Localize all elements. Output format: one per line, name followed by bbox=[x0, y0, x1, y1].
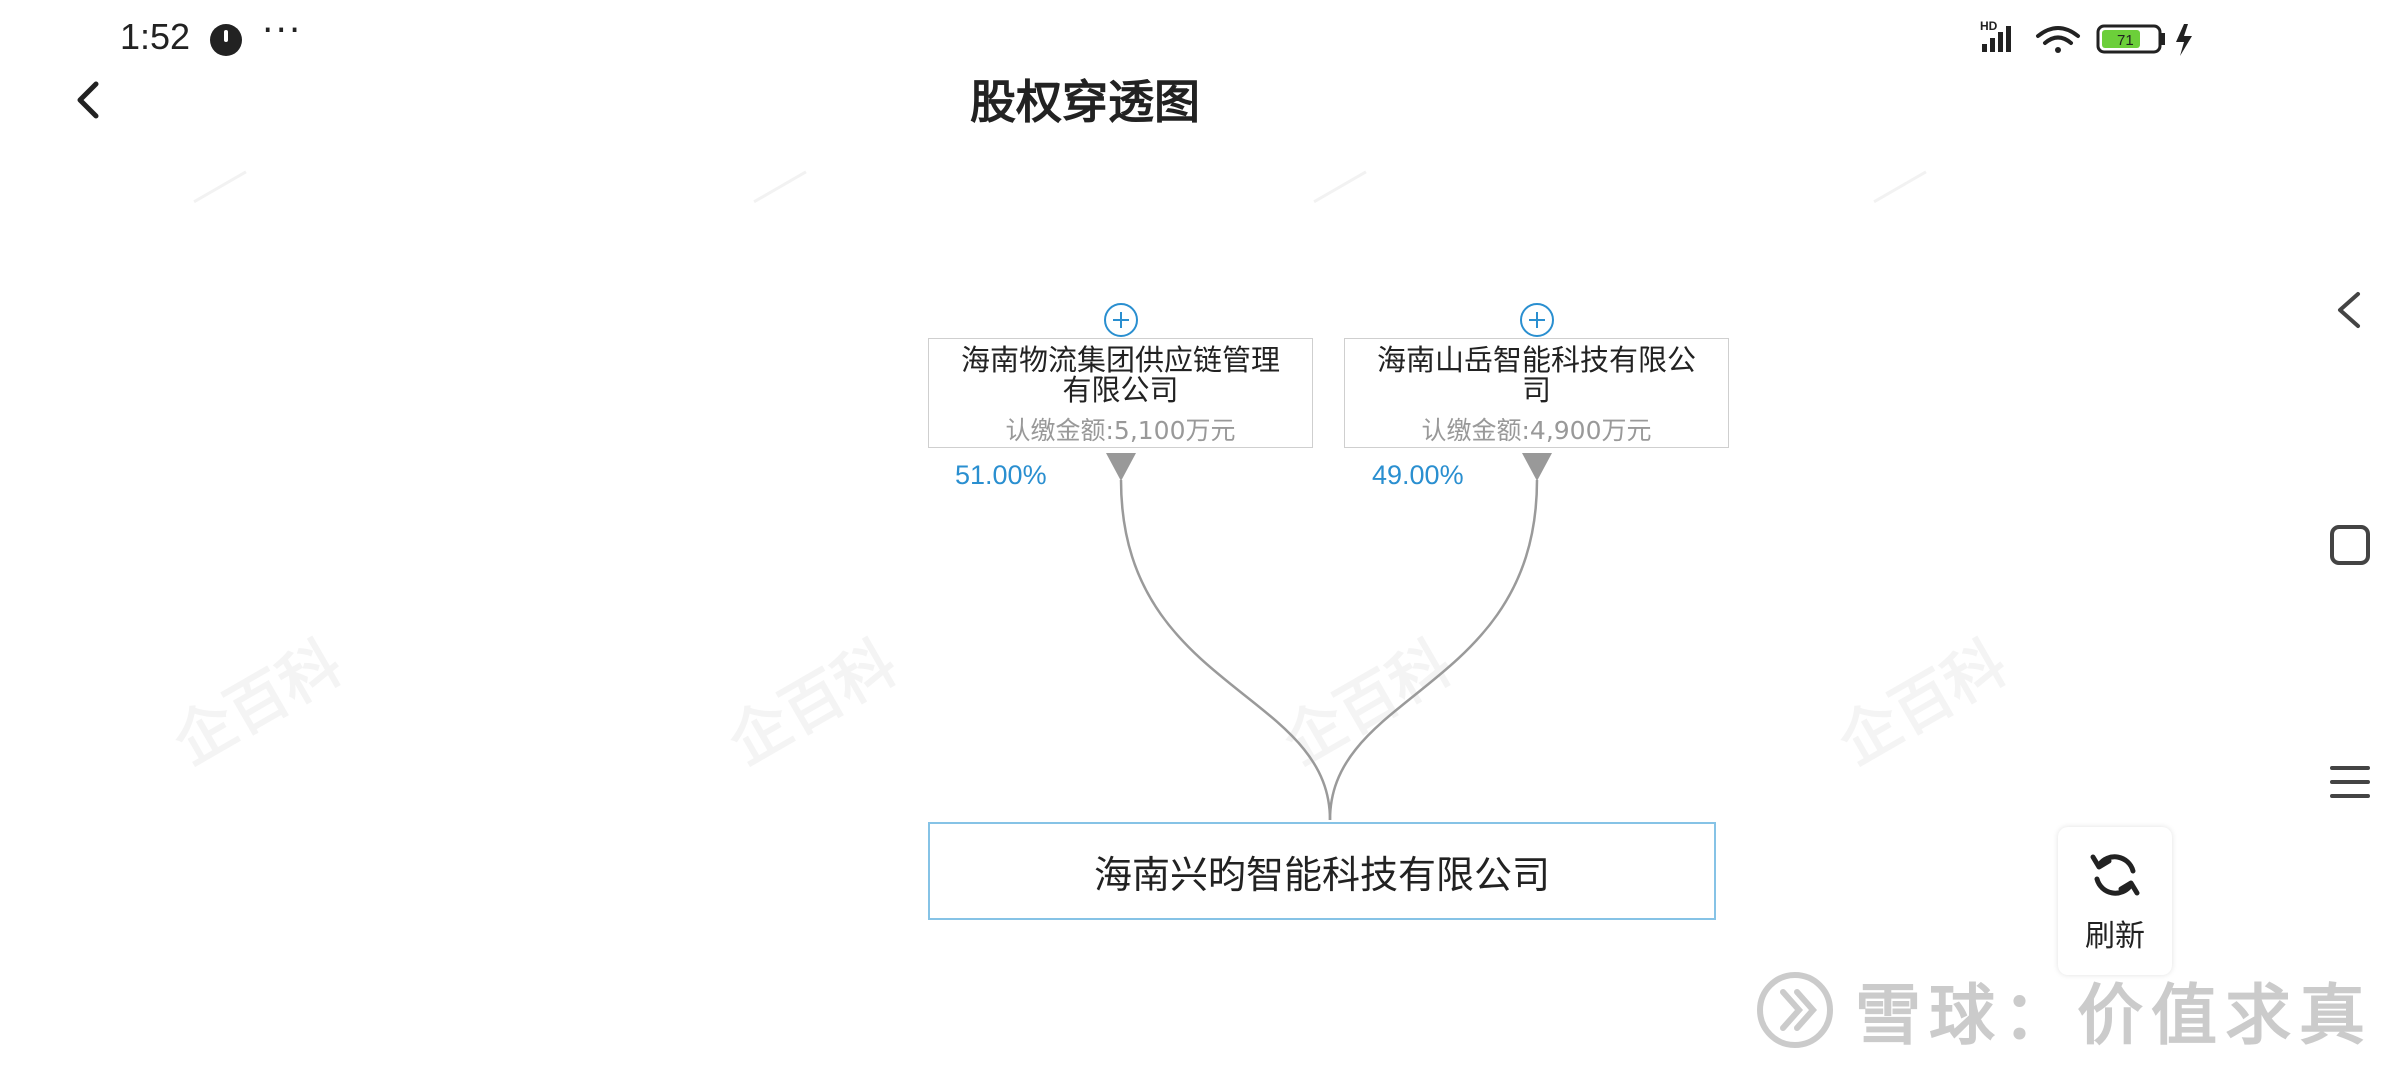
shareholder-name: 海南物流集团供应链管理有限公司 bbox=[960, 343, 1280, 407]
connector-line bbox=[1328, 479, 1539, 821]
notification-icon bbox=[210, 24, 242, 56]
refresh-icon bbox=[2090, 854, 2140, 896]
status-more-icon: ··· bbox=[262, 10, 303, 51]
shareholder-amount: 认缴金额:4,900万元 bbox=[1421, 416, 1652, 445]
arrow-down-icon bbox=[1106, 453, 1136, 481]
battery-level: 71 bbox=[2117, 32, 2134, 49]
connector-line bbox=[1119, 479, 1332, 821]
brand-text: 雪球：价值求真 bbox=[1855, 977, 2373, 1054]
charging-icon bbox=[2176, 24, 2192, 56]
snowball-logo-icon bbox=[1757, 972, 1833, 1048]
company-name: 海南兴昀智能科技有限公司 bbox=[1093, 852, 1550, 897]
battery-icon: 71 bbox=[2096, 24, 2165, 54]
nav-home-icon bbox=[2330, 525, 2370, 565]
nav-home-button[interactable] bbox=[2320, 515, 2380, 575]
shareholder-card[interactable]: 海南物流集团供应链管理有限公司 认缴金额:5,100万元 bbox=[928, 338, 1313, 448]
wifi-icon bbox=[2036, 26, 2080, 53]
page-title: 股权穿透图 bbox=[970, 75, 1200, 129]
nav-back-icon bbox=[2338, 292, 2360, 328]
shareholder-amount: 认缴金额:5,100万元 bbox=[1005, 416, 1236, 445]
brand-watermark: 雪球：价值求真 bbox=[1755, 962, 2373, 1058]
back-button[interactable] bbox=[62, 72, 118, 128]
share-percent: 51.00% bbox=[955, 460, 1047, 490]
signal-icon: HD bbox=[1980, 19, 2011, 52]
refresh-button[interactable]: 刷新 bbox=[2058, 827, 2172, 975]
share-percent: 49.00% bbox=[1372, 460, 1464, 490]
nav-back-button[interactable] bbox=[2320, 280, 2380, 340]
shareholder-card[interactable]: 海南山岳智能科技有限公司 认缴金额:4,900万元 bbox=[1344, 338, 1729, 448]
company-node[interactable]: 海南兴昀智能科技有限公司 bbox=[928, 822, 1716, 920]
chevron-left-icon bbox=[77, 81, 99, 119]
nav-menu-button[interactable] bbox=[2320, 752, 2380, 812]
expand-shareholder-button[interactable] bbox=[1520, 303, 1554, 337]
shareholder-name: 海南山岳智能科技有限公司 bbox=[1376, 343, 1696, 407]
expand-shareholder-button[interactable] bbox=[1104, 303, 1138, 337]
status-icons: HD 71 bbox=[1980, 19, 2192, 56]
refresh-label: 刷新 bbox=[2085, 919, 2145, 954]
arrow-down-icon bbox=[1522, 453, 1552, 481]
network-badge: HD bbox=[1980, 19, 1998, 33]
menu-icon bbox=[2330, 766, 2370, 798]
status-time: 1:52 bbox=[120, 16, 191, 57]
